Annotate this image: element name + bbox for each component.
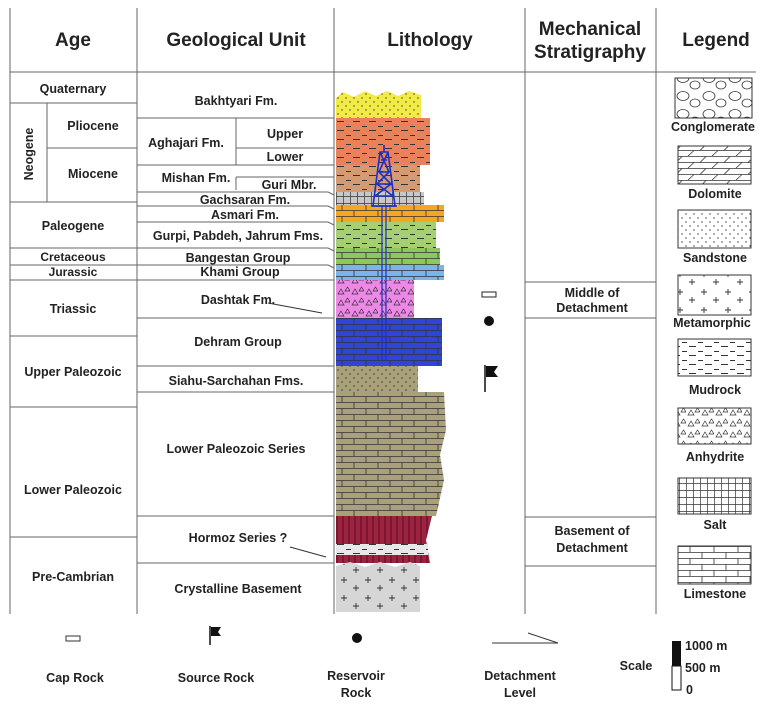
unit-asmari: Asmari Fm. [211,208,279,222]
age-pliocene: Pliocene [67,119,118,133]
unit-dashtak: Dashtak Fm. [201,293,275,307]
age-quaternary: Quaternary [40,82,107,96]
unit-lower-paleozoic-series: Lower Paleozoic Series [167,442,306,456]
scale-1000m: 1000 m [685,639,727,653]
unit-khami: Khami Group [200,265,280,279]
age-miocene: Miocene [68,167,118,181]
scale-bar [671,641,682,691]
unit-bangestan: Bangestan Group [186,251,291,265]
legend-metamorphic-label: Metamorphic [673,316,751,330]
mechanical-header-line1: Mechanical [539,19,641,40]
unit-dehram: Dehram Group [194,335,282,349]
age-jurassic: Jurassic [49,265,98,279]
scale-label: Scale [620,659,653,673]
legend-salt-label: Salt [704,518,728,532]
table-frame [9,8,756,614]
scale-500m: 500 m [685,661,720,675]
legend-conglomerate-label: Conglomerate [671,120,755,134]
unit-column-lines [137,117,335,564]
mech-middle-line1: Middle of [565,286,621,300]
unit-siahu: Siahu-Sarchahan Fms. [169,374,304,388]
unit-gurpi: Gurpi, Pabdeh, Jahrum Fms. [153,229,323,243]
key-cap-rock-label: Cap Rock [46,671,104,685]
unit-guri: Guri Mbr. [262,178,317,192]
legend-header: Legend [682,30,750,51]
unit-bakhtyari: Bakhtyari Fm. [195,94,278,108]
unit-aghajari-upper: Upper [267,127,303,141]
key-cap-rock-icon [65,635,81,642]
lithology-column [336,91,446,612]
geological-unit-header: Geological Unit [166,30,306,51]
drilling-rig-icon [371,145,397,207]
key-detachment-level-icon [492,632,559,644]
mechanical-header-line2: Stratigraphy [534,42,646,63]
cap-rock-marker-icon [481,291,497,298]
mech-basement-line1: Basement of [554,524,630,538]
unit-aghajari-lower: Lower [267,150,304,164]
age-column [10,102,137,538]
key-source-rock-label: Source Rock [178,671,254,685]
reservoir-rock-marker-icon [484,316,494,326]
unit-hormoz: Hormoz Series ? [189,531,288,545]
key-source-rock-icon [209,626,221,645]
lithology-header: Lithology [387,30,473,51]
dashtak-detachment-marker [267,302,323,314]
age-neogene: Neogene [22,128,36,181]
key-reservoir-rock-icon [352,633,362,643]
unit-mishan: Mishan Fm. [162,171,231,185]
age-precambrian: Pre-Cambrian [32,570,114,584]
unit-crystalline-basement: Crystalline Basement [174,582,302,596]
key-detachment-label-line1: Detachment [484,669,556,683]
legend-mudrock-label: Mudrock [689,383,741,397]
mechanical-column [525,281,656,567]
unit-gachsaran: Gachsaran Fm. [200,193,290,207]
source-rock-marker-icon [484,365,498,392]
hormoz-detachment-marker [289,546,327,558]
legend-limestone-label: Limestone [684,587,747,601]
key-reservoir-label-line1: Reservoir [327,669,385,683]
key-detachment-label-line2: Level [504,686,536,700]
age-paleogene: Paleogene [42,219,105,233]
age-header: Age [55,30,91,51]
legend-dolomite-label: Dolomite [688,187,742,201]
unit-aghajari: Aghajari Fm. [148,136,224,150]
age-cretaceous: Cretaceous [40,250,106,264]
age-upper-paleozoic: Upper Paleozoic [24,365,121,379]
mech-basement-line2: Detachment [556,541,628,555]
age-lower-paleozoic: Lower Paleozoic [24,483,122,497]
age-triassic: Triassic [50,302,97,316]
mech-middle-line2: Detachment [556,301,628,315]
legend-anhydrite-label: Anhydrite [686,450,744,464]
legend-sandstone-label: Sandstone [683,251,747,265]
key-reservoir-label-line2: Rock [341,686,372,700]
scale-0: 0 [686,683,693,697]
legend-column [674,77,753,585]
